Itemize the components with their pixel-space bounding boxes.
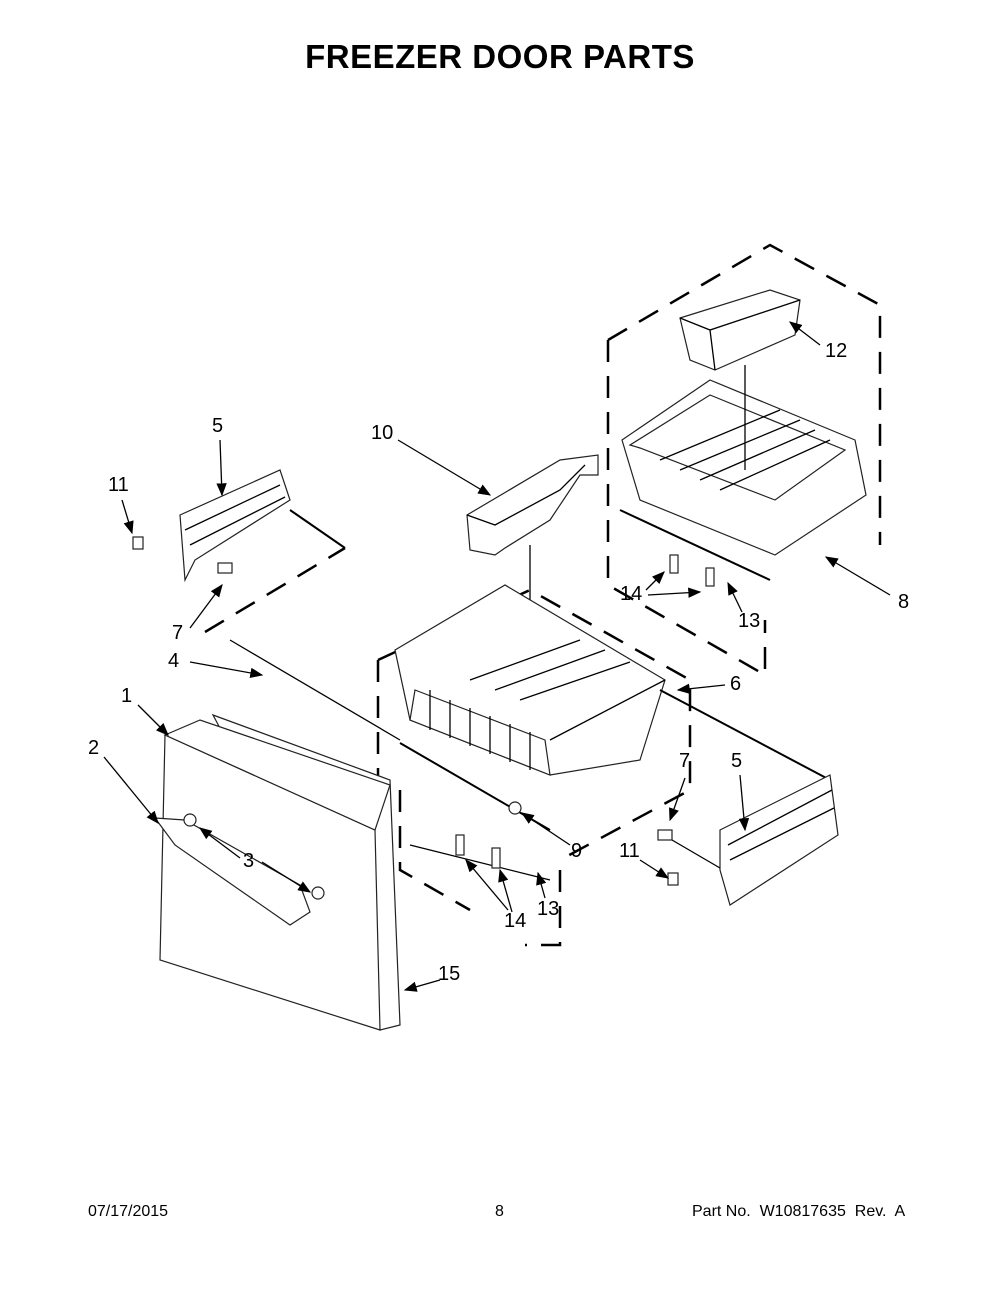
callout-7-right: 7 [679, 750, 690, 772]
callout-7-left: 7 [172, 622, 183, 644]
callout-14-upper: 14 [620, 583, 642, 605]
callout-1: 1 [121, 685, 132, 707]
callout-5-left: 5 [212, 415, 223, 437]
upper-screws [669, 554, 715, 587]
callout-9: 9 [571, 840, 582, 862]
callout-13-upper: 13 [738, 610, 760, 632]
callout-14-lower: 14 [504, 910, 526, 932]
lower-screws [455, 801, 522, 869]
lower-basket-assembly-outline [204, 546, 692, 947]
callout-5-right: 5 [731, 750, 742, 772]
page-title: FREEZER DOOR PARTS [305, 38, 695, 75]
door-bin [466, 454, 599, 556]
callout-10: 10 [371, 422, 393, 444]
footer-date: 07/17/2015 [88, 1203, 169, 1220]
right-drawer-slide [657, 774, 839, 906]
callout-2: 2 [88, 737, 99, 759]
callout-leaders [103, 321, 891, 992]
lower-freezer-basket [394, 584, 666, 776]
callout-11-left: 11 [108, 474, 129, 496]
footer-page-number: 8 [495, 1203, 504, 1220]
callout-4: 4 [168, 650, 179, 672]
callout-3: 3 [243, 850, 254, 872]
footer-part-number: Part No. W10817635 Rev. A [692, 1203, 906, 1220]
freezer-door [153, 713, 401, 1031]
callout-13-lower: 13 [537, 898, 559, 920]
callout-8: 8 [898, 591, 909, 613]
callout-12: 12 [825, 340, 847, 362]
callout-6: 6 [730, 673, 741, 695]
small-freezer-bin [679, 289, 801, 371]
left-drawer-slide [132, 469, 291, 583]
callout-11-right: 11 [619, 840, 640, 862]
callout-15: 15 [438, 963, 460, 985]
upper-freezer-basket [621, 379, 867, 556]
upper-basket-assembly-outline [606, 243, 882, 678]
